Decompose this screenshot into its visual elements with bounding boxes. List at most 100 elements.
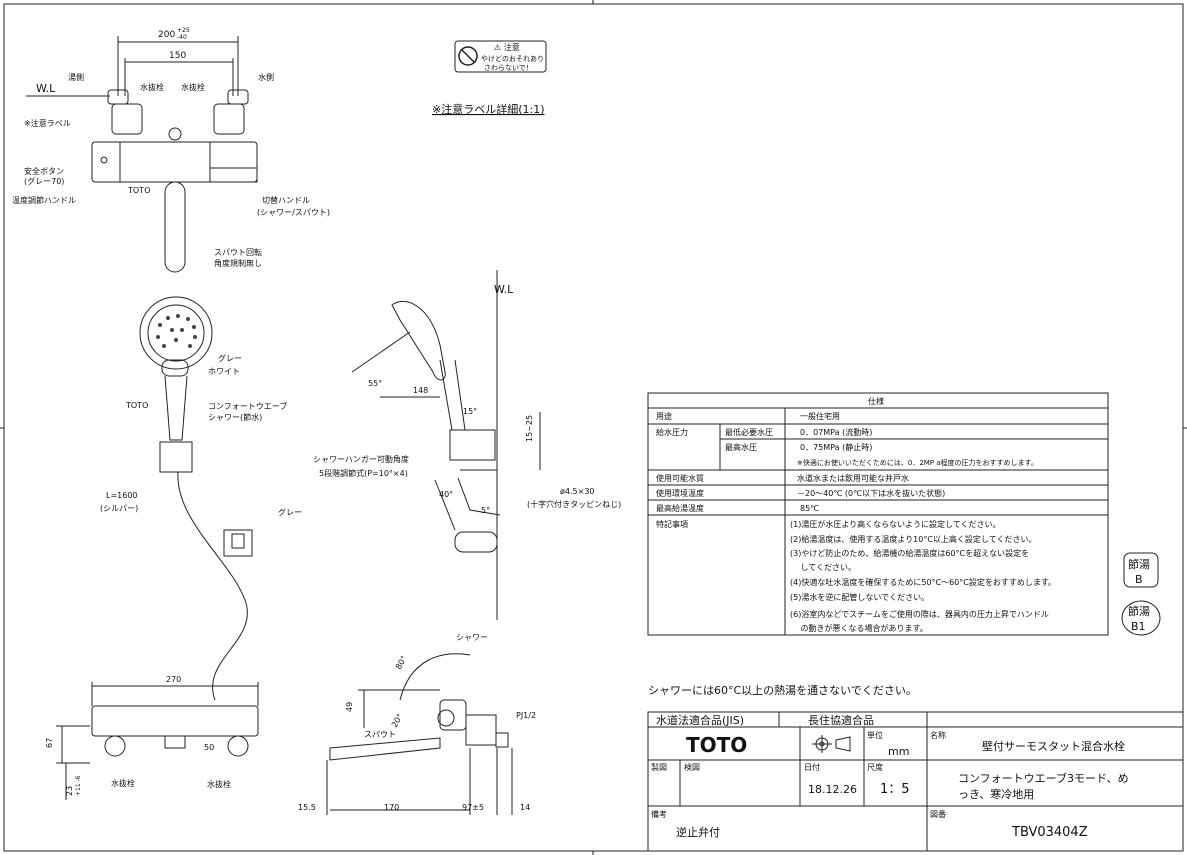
spec-row-1-label: 給水圧力 [656, 427, 688, 437]
spec-row-5-label: 使用環境温度 [656, 488, 704, 498]
tb-checked-label: 検図 [684, 762, 700, 772]
screw-sub: (十字穴付きタッピンねじ) [527, 499, 621, 509]
dim-23-tol: +11 -6 [75, 775, 82, 796]
angle-15: 15° [463, 407, 477, 416]
caution-label-callout: ※注意ラベル [24, 118, 71, 128]
hot-side-label: 湯側 [68, 72, 84, 82]
badge-b1-bottom: B1 [1131, 620, 1146, 633]
angle-80: 80° [394, 654, 409, 671]
head-gray-label: グレー [218, 353, 242, 363]
dim-15-25: 15~25 [525, 415, 534, 442]
angle-55: 55° [368, 379, 382, 388]
hanger-angle-label: シャワーハンガー可動角度 [313, 454, 409, 464]
tb-desc-line2: っき、寒冷地用 [958, 787, 1034, 801]
note-2: (3)やけど防止のため、給湯機の給湯温度は60°Cを超えない設定を [790, 548, 1029, 558]
badge-b1: 節湯 B1 [1121, 600, 1161, 636]
tb-unit: mm [888, 745, 909, 758]
dim-97: 97±5 [462, 803, 484, 812]
spec-row-0-value: 一般住宅用 [800, 411, 840, 421]
spout-rotation-label: スパウト回転 [214, 248, 262, 257]
bottom-drain-right: 水抜栓 [207, 779, 231, 789]
tb-remarks: 逆止弁付 [676, 825, 720, 839]
dim-49: 49 [345, 702, 354, 712]
holder-small [223, 529, 253, 557]
drain-plug-left-label: 水抜栓 [140, 82, 164, 92]
caution-detail-caption: ※注意ラベル詳細(1:1) [432, 102, 545, 116]
bottom-drain-left: 水抜栓 [111, 778, 135, 788]
angle-5: 5° [481, 506, 490, 515]
switch-handle-sub: (シャワー/スパウト) [257, 208, 330, 217]
head-white-label: ホワイト [208, 367, 240, 376]
pj-label: PJ1/2 [516, 711, 536, 720]
badge-b-top: 節湯 [1128, 557, 1150, 571]
tb-date: 18.12.26 [808, 783, 857, 796]
spec-row-6-label: 最高給湯温度 [656, 503, 704, 513]
spec-row-5-value: －20～40℃ (0℃以下は水を抜いた状態) [797, 488, 945, 498]
tb-scale-label: 尺度 [867, 762, 883, 772]
switch-handle-label: 切替ハンドル [262, 195, 310, 205]
dim-200-tol-minus: -40 [177, 34, 187, 41]
spec-row-2-value: 0．75MPa (静止時) [800, 442, 872, 452]
dim-200-tol-plus: +25 [177, 27, 190, 34]
caution-line1: やけどのおそれあり [481, 55, 544, 63]
spec-row-4-value: 水道水または飲用可能な井戸水 [797, 473, 909, 483]
tb-drawn-label: 製図 [651, 762, 667, 772]
holder-gray-label: グレー [278, 507, 302, 517]
side-wl: W.L [494, 283, 514, 296]
spec-row-4-label: 使用可能水質 [656, 473, 704, 483]
note-0: (1)湯圧が水圧より高くならないように設定してください。 [790, 519, 1001, 529]
water-side-label: 水側 [258, 72, 274, 82]
hose-length-label: L=1600 [106, 491, 138, 500]
caution-label: ⚠ 注意 やけどのおそれあり さわらないで！ [454, 40, 547, 73]
bottom-view [56, 682, 259, 800]
side-view [351, 270, 541, 620]
dim-14: 14 [520, 803, 530, 812]
spec-row-3-value: ※快適にお使いいただくためには、0．2MP a程度の圧力をおすすめします。 [797, 458, 1038, 467]
dim-67: 67 [45, 738, 54, 748]
note-4: (4)快適な吐水温度を確保するために50°C～60°C設定をおすすめします。 [790, 577, 1056, 587]
spout-rotation-sub: 角度規制無し [214, 258, 262, 268]
spec-row-2-sub: 最高水圧 [725, 442, 757, 452]
comfort-wave-label: コンフォートウエーブ [208, 401, 287, 411]
spout-label: スパウト [364, 730, 396, 739]
spec-row-6-value: 85℃ [800, 504, 819, 513]
dim-150: 150 [169, 51, 186, 61]
shower-head-nozzles [156, 314, 197, 348]
badge-b1-top: 節湯 [1128, 604, 1150, 618]
angle-20: 20° [390, 712, 405, 729]
note-5: (5)湯水を逆に配管しないでください。 [790, 592, 929, 602]
front-view [26, 36, 258, 273]
tb-drawing-no-label: 図番 [930, 809, 946, 819]
specs-title: 仕様 [868, 396, 884, 406]
dim-15-5: 15.5 [298, 803, 316, 812]
front-toto-label: TOTO [127, 186, 150, 195]
note-6: (6)浴室内などでスチームをご使用の際は、器具内の圧力上昇でハンドル [790, 609, 1049, 619]
tb-drawing-no: TBV03404Z [1011, 825, 1088, 840]
spout-shower-label: シャワー [456, 633, 488, 642]
spec-row-0-label: 用途 [656, 411, 672, 421]
head-toto-label: TOTO [125, 401, 148, 410]
dim-170: 170 [384, 803, 399, 812]
note-7: の動きが悪くなる場合があります。 [790, 623, 928, 633]
dim-148: 148 [413, 386, 428, 395]
spec-row-1-sub: 最低必要水圧 [725, 427, 773, 437]
angle-40: 40° [439, 490, 453, 499]
shower-head-front [139, 296, 248, 701]
tb-long-life: 長住協適合品 [808, 713, 874, 727]
notes-label: 特記事項 [656, 519, 688, 529]
angle-50: 50 [204, 743, 214, 752]
tb-brand: TOTO [686, 733, 747, 757]
note-3: してください。 [790, 563, 856, 572]
dim-23: 23 [65, 786, 74, 796]
safety-button-label: 安全ボタン [24, 166, 64, 176]
tb-unit-label: 単位 [867, 730, 883, 740]
tb-desc-line1: コンフォートウエーブ3モード、め [958, 771, 1129, 785]
title-block [647, 711, 1184, 852]
note-1: (2)給湯温度は、使用する温度より10°C以上高く設定してください。 [790, 534, 1036, 544]
badge-b: 節湯 B [1123, 552, 1159, 588]
comfort-wave-sub: シャワー(節水) [208, 412, 262, 422]
caution-line2: さわらないで！ [484, 64, 533, 72]
specs-table [647, 392, 1109, 636]
front-wl: W.L [36, 82, 56, 95]
